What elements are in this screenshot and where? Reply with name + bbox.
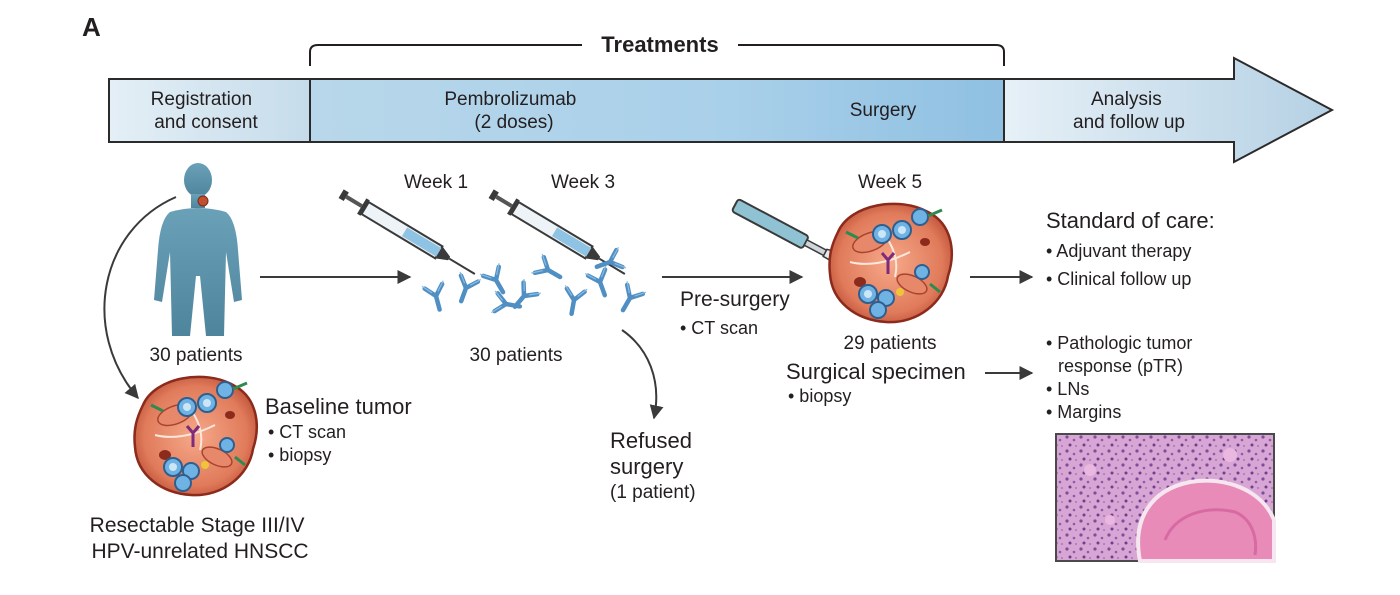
timeline-pembrolizumab-label: Pembrolizumab (2 doses) bbox=[444, 89, 581, 133]
timeline-treatment-segment bbox=[309, 78, 1005, 143]
syringe-week1-icon bbox=[338, 189, 476, 275]
timeline-surgery-label: Surgery bbox=[850, 100, 917, 121]
antibodies-cluster-icon bbox=[422, 247, 646, 317]
surgical-patients-count: 29 patients bbox=[844, 333, 937, 354]
patient-figure-icon bbox=[154, 163, 242, 336]
enrolled-patients-count: 30 patients bbox=[150, 345, 243, 366]
week1-label: Week 1 bbox=[404, 172, 468, 193]
treatments-label: Treatments bbox=[601, 32, 718, 57]
baseline-list: • CT scan • biopsy bbox=[268, 422, 351, 465]
standard-of-care-list: • Adjuvant therapy • Clinical follow up bbox=[1046, 241, 1196, 289]
histology-image bbox=[1055, 433, 1276, 563]
cohort-description: Resectable Stage III/IV HPV-unrelated HN… bbox=[90, 514, 311, 563]
pathology-list: • Pathologic tumor response (pTR) • LNs … bbox=[1046, 333, 1197, 422]
refused-surgery-label: Refused surgery bbox=[610, 428, 698, 479]
standard-of-care-title: Standard of care: bbox=[1046, 208, 1215, 233]
presurgery-title: Pre-surgery bbox=[680, 288, 790, 311]
baseline-tumor-icon bbox=[132, 375, 259, 497]
specimen-title: Surgical specimen bbox=[786, 359, 966, 384]
timeline-registration-segment bbox=[108, 78, 311, 143]
syringe-week3-icon bbox=[488, 189, 626, 275]
arrow-to-baseline bbox=[103, 196, 177, 400]
surgical-tumor-icon bbox=[827, 202, 954, 324]
week3-label: Week 3 bbox=[551, 172, 615, 193]
panel-letter: A bbox=[82, 12, 101, 42]
treated-patients-count: 30 patients bbox=[470, 345, 563, 366]
timeline-registration-label: Registration and consent bbox=[151, 89, 259, 133]
baseline-title: Baseline tumor bbox=[265, 394, 412, 419]
presurgery-list: • CT scan bbox=[680, 318, 758, 338]
refused-count: (1 patient) bbox=[610, 482, 696, 503]
timeline-arrow: Registration and consent Pembrolizumab (… bbox=[108, 56, 1335, 164]
arrow-to-refused bbox=[621, 329, 664, 420]
week5-label: Week 5 bbox=[858, 172, 922, 193]
specimen-list: • biopsy bbox=[788, 386, 851, 406]
treatments-bracket bbox=[309, 44, 1005, 66]
timeline-analysis-label: Analysis and follow up bbox=[1073, 89, 1185, 133]
timeline-analysis-segment bbox=[1003, 56, 1335, 164]
